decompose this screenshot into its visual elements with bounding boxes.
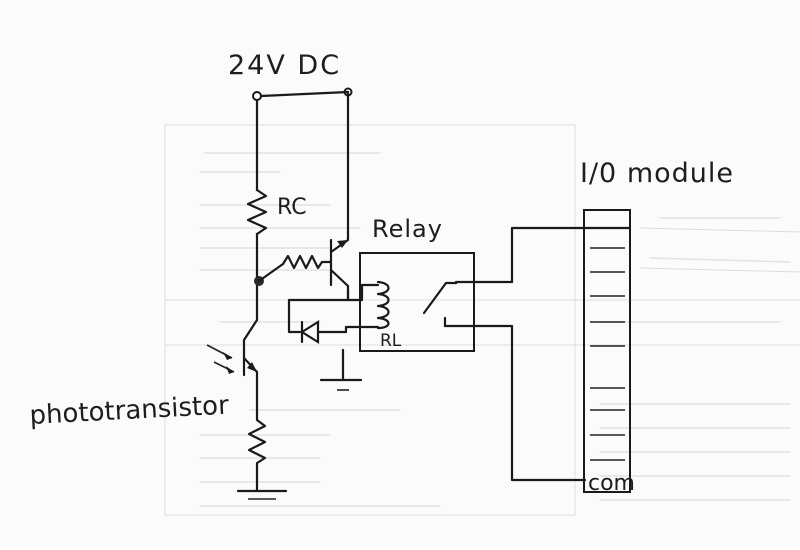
emitter-resistor — [247, 410, 267, 492]
relay-switch — [422, 226, 587, 482]
supply-rail — [252, 87, 353, 192]
relay-coil — [376, 280, 390, 330]
relay-label: Relay — [372, 215, 443, 243]
rl-label: RL — [380, 331, 402, 351]
io-module-terminal-block — [582, 209, 632, 493]
relay-ground-symbol — [319, 348, 363, 391]
paper-bleed-through — [164, 124, 800, 516]
bottom-ground-symbol — [236, 489, 288, 500]
diode-loop — [287, 283, 380, 334]
base-resistor — [281, 254, 332, 270]
io-module-label: I/0 module — [580, 158, 734, 189]
relay-housing — [359, 252, 475, 352]
phototransistor-label: phototransistor — [29, 391, 230, 431]
phototransistor-symbol — [206, 318, 259, 414]
flyback-diode — [299, 320, 380, 344]
supply-label: 24V DC — [228, 50, 341, 81]
com-terminal-label: com — [588, 471, 635, 496]
driver-transistor — [329, 90, 350, 302]
rc-label: RC — [277, 195, 307, 220]
